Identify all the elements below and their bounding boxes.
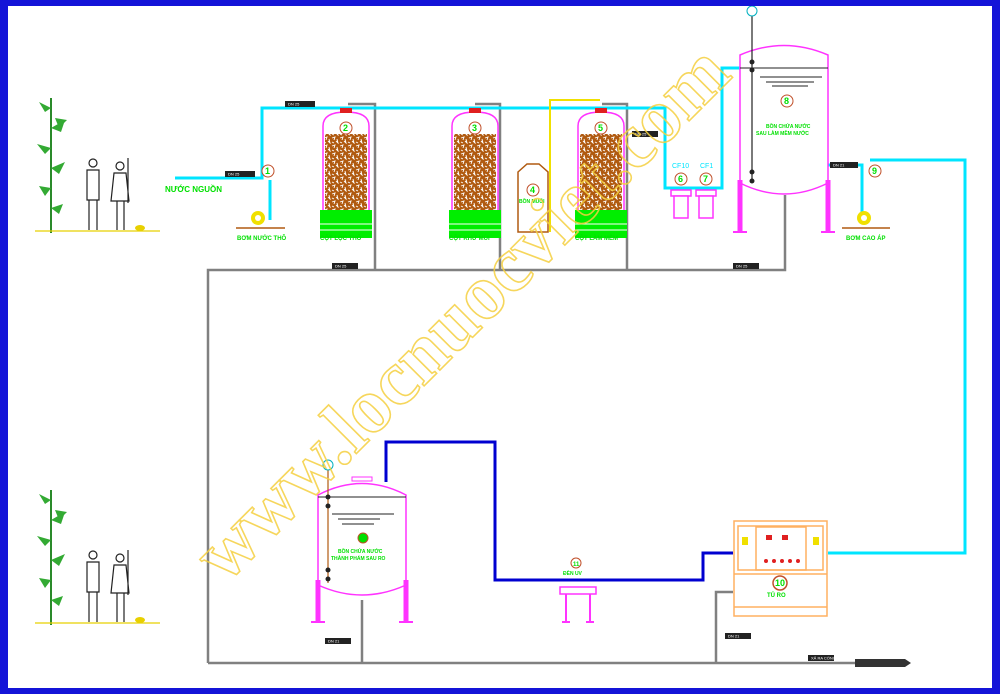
- drain-pipes: [206, 102, 860, 665]
- svg-text:7: 7: [703, 174, 708, 184]
- svg-text:DN 25: DN 25: [635, 132, 647, 137]
- svg-text:BƠM NƯỚC THÔ: BƠM NƯỚC THÔ: [237, 234, 287, 242]
- svg-text:CỘT LỌC THÔ: CỘT LỌC THÔ: [320, 234, 362, 242]
- svg-text:6: 6: [678, 174, 683, 184]
- svg-text:3: 3: [472, 123, 477, 133]
- svg-text:DN 25: DN 25: [228, 172, 240, 177]
- decor-plant-people-top: [34, 97, 161, 234]
- svg-text:BỒN MUỐI: BỒN MUỐI: [519, 198, 545, 205]
- uv-lamp[interactable]: 11 ĐÈN UV: [559, 557, 597, 623]
- svg-text:BƠM CAO ÁP: BƠM CAO ÁP: [846, 235, 885, 242]
- brine-line: [549, 99, 600, 232]
- svg-text:1: 1: [265, 166, 270, 176]
- svg-text:DN 25: DN 25: [288, 102, 300, 107]
- svg-text:TỦ RO: TỦ RO: [767, 592, 786, 599]
- svg-text:CỘT KHỬ MÙI: CỘT KHỬ MÙI: [449, 234, 490, 242]
- svg-text:XẢ RA CỐNG: XẢ RA CỐNG: [811, 656, 836, 661]
- svg-text:CF1: CF1: [700, 163, 713, 170]
- product-water-pipe: [384, 440, 733, 582]
- brine-tank[interactable]: 4 BỒN MUỐI: [517, 163, 549, 233]
- raw-water-pump[interactable]: 1 BƠM NƯỚC THÔ: [236, 164, 287, 242]
- svg-text:5: 5: [598, 123, 603, 133]
- raw-filter-column[interactable]: 2 CỘT LỌC THÔ: [319, 107, 373, 242]
- svg-text:11: 11: [573, 562, 580, 568]
- high-pressure-pump[interactable]: 9 BƠM CAO ÁP: [842, 164, 890, 242]
- svg-text:4: 4: [530, 185, 535, 195]
- product-water-tank[interactable]: 12 BỒN CHỨA NƯỚC THÀNH PHẨM SAU RO: [311, 459, 413, 623]
- svg-text:BỒN CHỨA NƯỚC: BỒN CHỨA NƯỚC: [766, 122, 811, 130]
- decor-plant-people-bottom: [34, 489, 161, 626]
- svg-text:BỒN CHỨA NƯỚC: BỒN CHỨA NƯỚC: [338, 547, 383, 555]
- softener-column[interactable]: 5 CỘT LÀM MỀM: [574, 107, 628, 242]
- deodorizing-column[interactable]: 3 CỘT KHỬ MÙI: [448, 107, 502, 242]
- ro-cabinet[interactable]: 10 TỦ RO: [733, 520, 828, 617]
- svg-text:THÀNH PHẨM SAU RO: THÀNH PHẨM SAU RO: [331, 555, 386, 562]
- svg-text:SAU LÀM MỀM NƯỚC: SAU LÀM MỀM NƯỚC: [756, 129, 809, 137]
- svg-text:DN 25: DN 25: [335, 264, 347, 269]
- svg-text:12: 12: [360, 537, 366, 543]
- drain-outlet-arrow: [855, 659, 911, 667]
- pipe-tags: DN 25 DN 25 DN 25 DN 25 DN 25 DN 21 DN 2…: [225, 101, 858, 661]
- svg-text:ĐÈN UV: ĐÈN UV: [563, 569, 583, 577]
- svg-text:8: 8: [784, 96, 789, 106]
- svg-text:DN 21: DN 21: [728, 634, 740, 639]
- water-treatment-diagram: DN 25 DN 25 DN 25 DN 25 DN 25 DN 21 DN 2…: [34, 5, 967, 667]
- source-water-label: NƯỚC NGUỒN: [165, 184, 222, 194]
- softened-water-tank[interactable]: 8 BỒN CHỨA NƯỚC SAU LÀM MỀM NƯỚC: [733, 5, 835, 233]
- svg-text:10: 10: [775, 578, 785, 588]
- svg-text:DN 21: DN 21: [833, 163, 845, 168]
- svg-text:DN 25: DN 25: [736, 264, 748, 269]
- svg-text:DN 21: DN 21: [328, 639, 340, 644]
- diagram-canvas: DN 25 DN 25 DN 25 DN 25 DN 25 DN 21 DN 2…: [8, 5, 992, 688]
- cartridge-filter-cf10[interactable]: CF10 6: [670, 163, 692, 219]
- svg-text:CỘT LÀM MỀM: CỘT LÀM MỀM: [575, 234, 618, 242]
- svg-text:2: 2: [343, 123, 348, 133]
- svg-text:9: 9: [872, 166, 877, 176]
- cartridge-filter-cf1[interactable]: CF1 7: [695, 163, 717, 219]
- svg-text:CF10: CF10: [672, 163, 689, 170]
